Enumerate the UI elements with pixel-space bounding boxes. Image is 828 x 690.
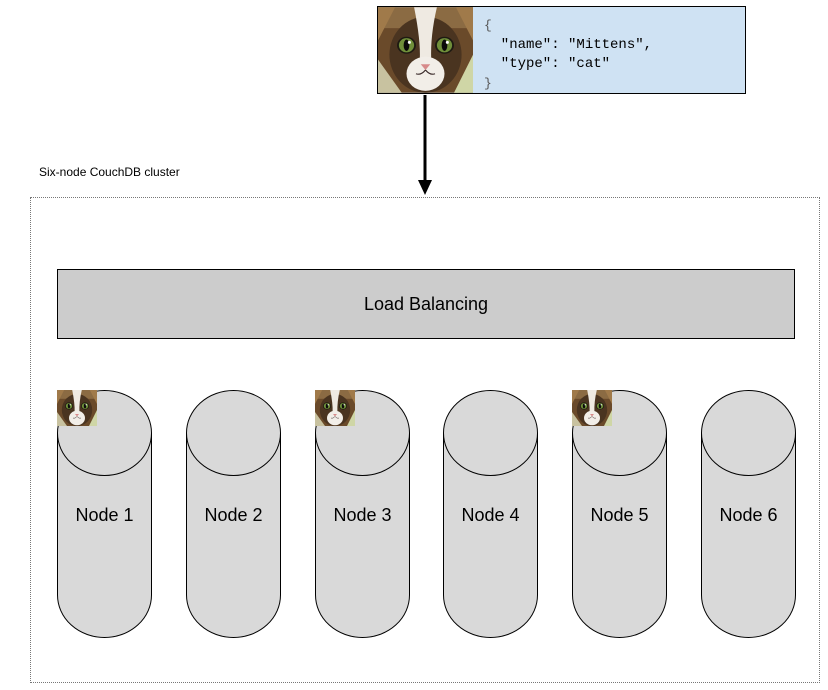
load-balancer-label: Load Balancing [363, 293, 489, 314]
json-line: } [484, 76, 492, 91]
node-5: Node 5 [572, 390, 667, 638]
cat-photo-icon [315, 390, 355, 426]
cat-photo-icon [572, 390, 612, 426]
json-document: { "name": "Mittens", "type": "cat" } [484, 16, 652, 94]
node-2: Node 2 [186, 390, 281, 638]
node-label: Node 3 [333, 505, 392, 525]
database-cylinder-icon [186, 390, 281, 638]
json-line: "name": "Mittens", [484, 37, 653, 53]
node-4: Node 4 [443, 390, 538, 638]
database-cylinder-icon [701, 390, 796, 638]
node-label: Node 4 [461, 505, 520, 525]
cluster-label: Six-node CouchDB cluster [39, 165, 180, 179]
node-label: Node 5 [590, 505, 649, 525]
json-line: "type": "cat" [484, 56, 611, 72]
node-label: Node 6 [719, 505, 778, 525]
cluster-boundary [30, 197, 820, 683]
document-card: { "name": "Mittens", "type": "cat" } [377, 6, 746, 94]
node-3: Node 3 [315, 390, 410, 638]
database-cylinder-icon [443, 390, 538, 638]
cat-photo-icon [57, 390, 97, 426]
node-label: Node 1 [75, 505, 134, 525]
load-balancer: Load Balancing [57, 269, 795, 339]
node-1: Node 1 [57, 390, 152, 638]
node-label: Node 2 [204, 505, 263, 525]
node-6: Node 6 [701, 390, 796, 638]
json-line: { [484, 18, 492, 33]
